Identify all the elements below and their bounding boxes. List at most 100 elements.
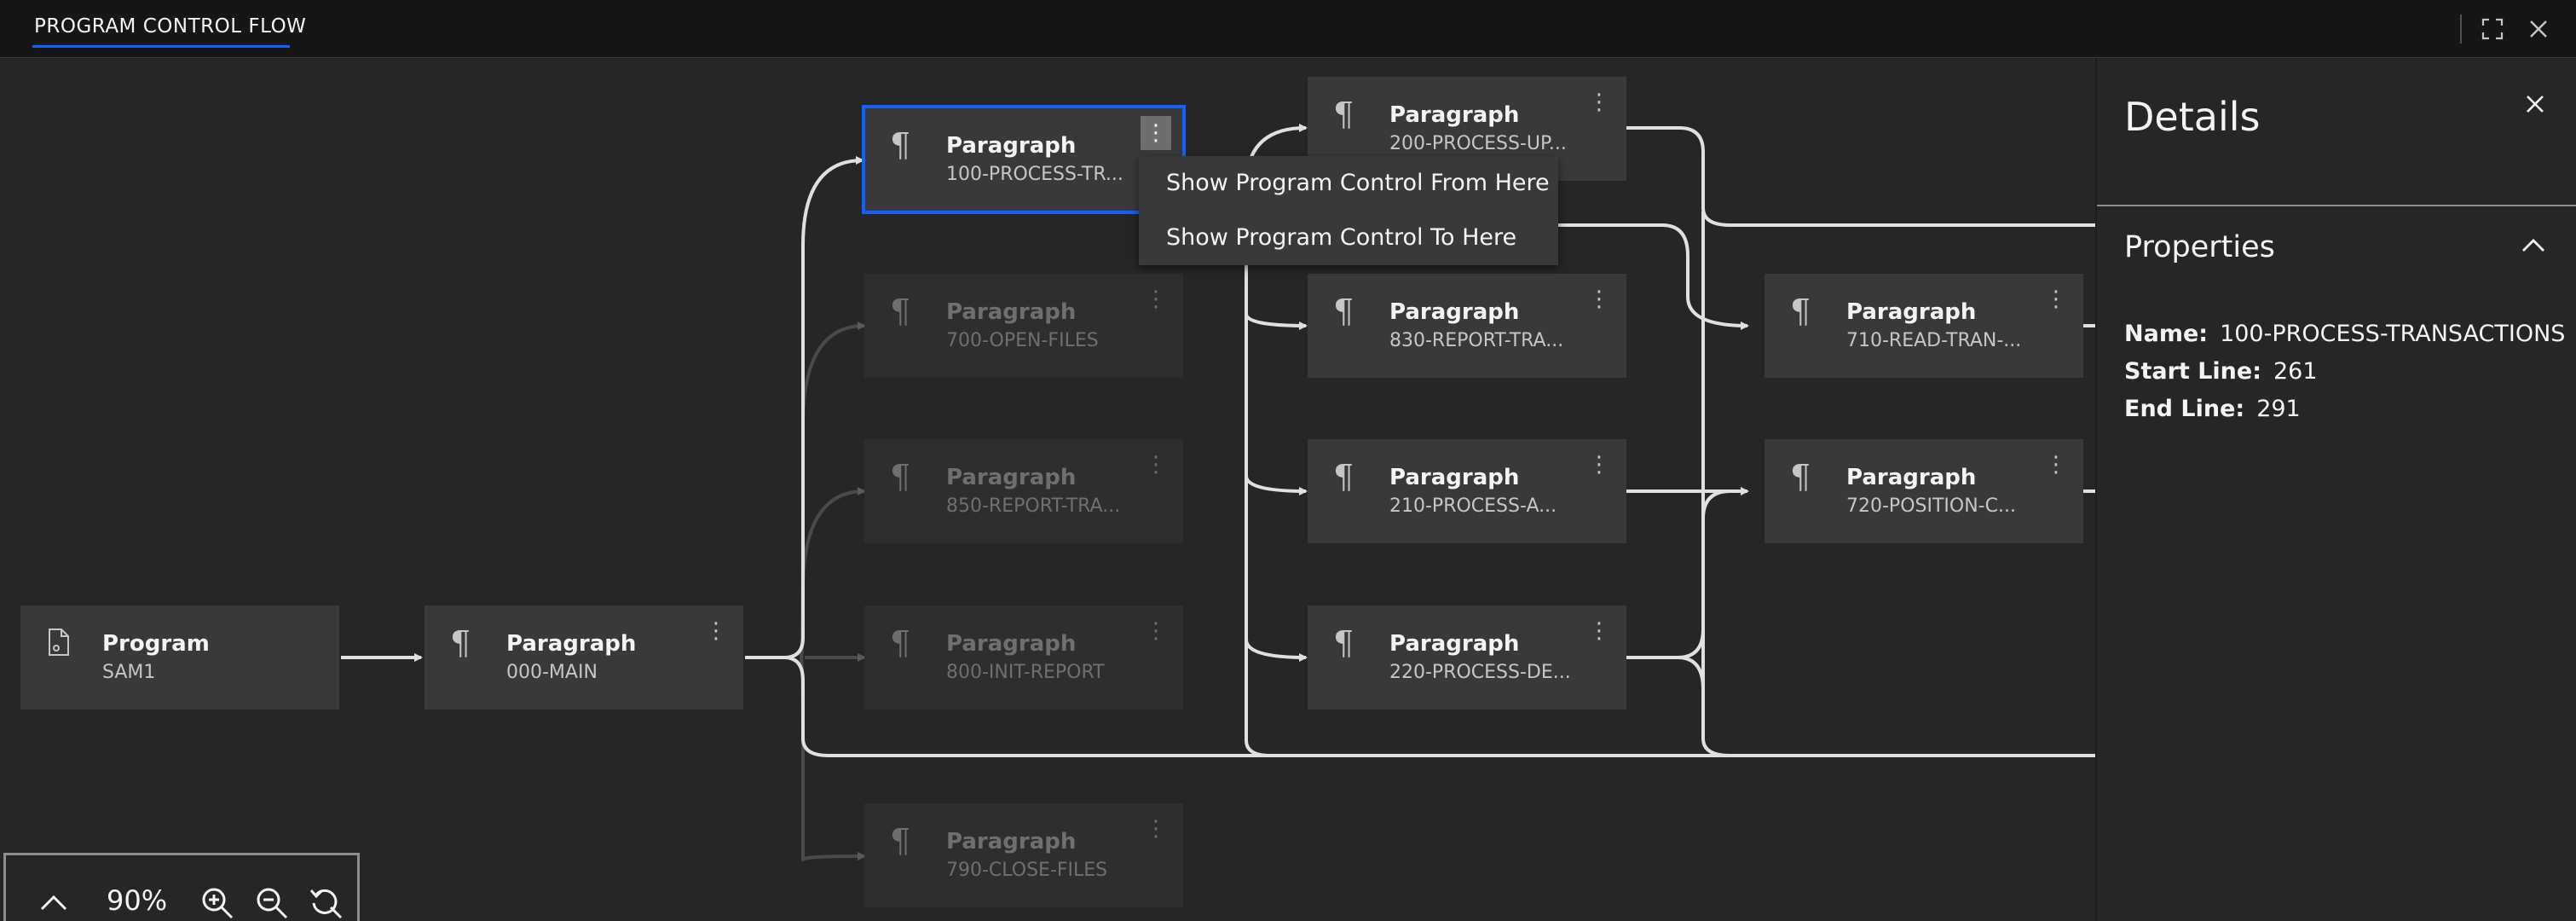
close-view-button[interactable] xyxy=(2521,12,2556,46)
overflow-menu-icon[interactable]: ⋮ xyxy=(1588,452,1610,478)
pilcrow-icon: ¶ xyxy=(1333,624,1354,662)
zoom-toolbar: 90% xyxy=(3,853,360,921)
overflow-menu-icon[interactable]: ⋮ xyxy=(2045,452,2067,478)
property-end-line: End Line:291 xyxy=(2124,396,2301,422)
fullscreen-button[interactable] xyxy=(2475,12,2510,46)
node-name: 200-PROCESS-UP... xyxy=(1389,133,1567,154)
reset-icon xyxy=(309,889,343,919)
node-paragraph-790-close-files[interactable]: ¶ Paragraph 790-CLOSE-FILES ⋮ xyxy=(864,803,1183,907)
node-paragraph-700-open-files[interactable]: ¶ Paragraph 700-OPEN-FILES ⋮ xyxy=(864,274,1183,378)
node-paragraph-210-process-a[interactable]: ¶ Paragraph 210-PROCESS-A... ⋮ xyxy=(1308,439,1626,543)
program-file-icon xyxy=(49,628,69,656)
chevron-up-icon xyxy=(40,895,67,911)
pilcrow-icon: ¶ xyxy=(1333,458,1354,495)
property-value: 261 xyxy=(2273,358,2318,385)
property-value: 100-PROCESS-TRANSACTIONS xyxy=(2220,321,2566,347)
pilcrow-icon: ¶ xyxy=(890,624,911,662)
overflow-menu-icon[interactable]: ⋮ xyxy=(1588,287,1610,312)
node-paragraph-720-position-c[interactable]: ¶ Paragraph 720-POSITION-C... ⋮ xyxy=(1765,439,2083,543)
node-type: Paragraph xyxy=(1389,299,1520,325)
toolbar-divider xyxy=(2460,14,2462,43)
details-panel: Details Properties Name: 100-PROCESS-TRAN… xyxy=(2095,58,2576,921)
properties-section-title: Properties xyxy=(2124,230,2275,264)
overflow-menu-icon[interactable]: ⋮ xyxy=(1588,618,1610,644)
details-title: Details xyxy=(2124,94,2261,140)
node-paragraph-830-report-tra[interactable]: ¶ Paragraph 830-REPORT-TRA... ⋮ xyxy=(1308,274,1626,378)
node-name: 700-OPEN-FILES xyxy=(946,330,1099,351)
pilcrow-icon: ¶ xyxy=(1790,458,1811,495)
node-type: Paragraph xyxy=(1389,102,1520,128)
node-type: Paragraph xyxy=(1846,299,1977,325)
overflow-menu-icon[interactable]: ⋮ xyxy=(1145,287,1167,312)
pilcrow-icon: ¶ xyxy=(1333,293,1354,330)
overflow-menu-icon[interactable]: ⋮ xyxy=(1145,816,1167,842)
node-paragraph-220-process-de[interactable]: ¶ Paragraph 220-PROCESS-DE... ⋮ xyxy=(1308,605,1626,710)
node-name: 800-INIT-REPORT xyxy=(946,662,1105,683)
pilcrow-icon: ¶ xyxy=(1333,96,1354,133)
node-name: 830-REPORT-TRA... xyxy=(1389,330,1564,351)
close-details-button[interactable] xyxy=(2515,84,2556,125)
property-label: Start Line: xyxy=(2124,358,2261,385)
node-name: 210-PROCESS-A... xyxy=(1389,495,1557,517)
edges-layer xyxy=(341,124,2095,861)
pilcrow-icon: ¶ xyxy=(890,126,911,164)
maximize-icon xyxy=(2481,18,2504,40)
pilcrow-icon: ¶ xyxy=(450,624,471,662)
zoom-in-icon xyxy=(202,888,234,919)
chevron-up-icon xyxy=(2522,239,2544,252)
property-name: Name: 100-PROCESS-TRANSACTIONS xyxy=(2124,321,2565,347)
pilcrow-icon: ¶ xyxy=(1790,293,1811,330)
node-type: Program xyxy=(102,631,210,657)
node-type: Paragraph xyxy=(1846,465,1977,490)
reset-zoom-button[interactable] xyxy=(303,876,350,921)
node-paragraph-800-init-report[interactable]: ¶ Paragraph 800-INIT-REPORT ⋮ xyxy=(864,605,1183,710)
zoom-in-button[interactable] xyxy=(193,876,241,921)
flow-canvas[interactable]: Program SAM1 ¶ Paragraph 000-MAIN ⋮ ¶ Pa… xyxy=(0,58,2095,921)
menu-item-show-control-to-here[interactable]: Show Program Control To Here xyxy=(1166,224,1517,251)
node-paragraph-850-report-tra[interactable]: ¶ Paragraph 850-REPORT-TRA... ⋮ xyxy=(864,439,1183,543)
collapse-toolbar-button[interactable] xyxy=(30,876,78,921)
node-name: 220-PROCESS-DE... xyxy=(1389,662,1571,683)
active-tab-indicator xyxy=(32,45,290,48)
node-name: 710-READ-TRAN-... xyxy=(1846,330,2022,351)
node-type: Paragraph xyxy=(1389,465,1520,490)
node-context-menu: Show Program Control From Here Show Prog… xyxy=(1139,156,1558,265)
collapse-properties-button[interactable] xyxy=(2513,225,2554,266)
property-start-line: Start Line: 261 xyxy=(2124,358,2318,385)
node-type: Paragraph xyxy=(946,133,1077,159)
node-paragraph-100-process-tr[interactable]: ¶ Paragraph 100-PROCESS-TR... ⋮ xyxy=(862,105,1186,214)
node-type: Paragraph xyxy=(946,299,1077,325)
close-icon xyxy=(2530,20,2547,38)
overflow-menu-icon[interactable]: ⋮ xyxy=(2045,287,2067,312)
close-icon xyxy=(2527,96,2544,113)
pilcrow-icon: ¶ xyxy=(890,458,911,495)
pilcrow-icon: ¶ xyxy=(890,293,911,330)
pilcrow-icon: ¶ xyxy=(890,822,911,860)
zoom-level: 90% xyxy=(107,884,168,917)
overflow-menu-icon[interactable]: ⋮ xyxy=(1145,618,1167,644)
node-paragraph-000-main[interactable]: ¶ Paragraph 000-MAIN ⋮ xyxy=(425,605,743,710)
node-name: 000-MAIN xyxy=(506,662,598,683)
details-divider xyxy=(2097,205,2576,206)
node-name: 850-REPORT-TRA... xyxy=(946,495,1121,517)
node-type: Paragraph xyxy=(1389,631,1520,657)
tab-program-control-flow[interactable]: PROGRAM CONTROL FLOW xyxy=(34,15,307,38)
node-name: 790-CLOSE-FILES xyxy=(946,860,1108,881)
node-type: Paragraph xyxy=(946,631,1077,657)
property-label: Name: xyxy=(2124,321,2209,347)
node-type: Paragraph xyxy=(946,829,1077,854)
zoom-out-button[interactable] xyxy=(248,876,296,921)
overflow-menu-icon[interactable]: ⋮ xyxy=(1588,90,1610,115)
node-paragraph-710-read-tran[interactable]: ¶ Paragraph 710-READ-TRAN-... ⋮ xyxy=(1765,274,2083,378)
overflow-menu-icon[interactable]: ⋮ xyxy=(705,618,727,644)
node-program-sam1[interactable]: Program SAM1 xyxy=(20,605,339,710)
node-type: Paragraph xyxy=(946,465,1077,490)
overflow-menu-icon[interactable]: ⋮ xyxy=(1145,452,1167,478)
overflow-menu-icon[interactable]: ⋮ xyxy=(1141,116,1171,150)
top-bar: PROGRAM CONTROL FLOW xyxy=(0,0,2576,58)
zoom-out-icon xyxy=(257,888,288,919)
property-value: 291 xyxy=(2256,396,2301,422)
menu-item-show-control-from-here[interactable]: Show Program Control From Here xyxy=(1166,170,1550,196)
node-name: SAM1 xyxy=(102,662,156,683)
node-name: 100-PROCESS-TR... xyxy=(946,164,1123,185)
